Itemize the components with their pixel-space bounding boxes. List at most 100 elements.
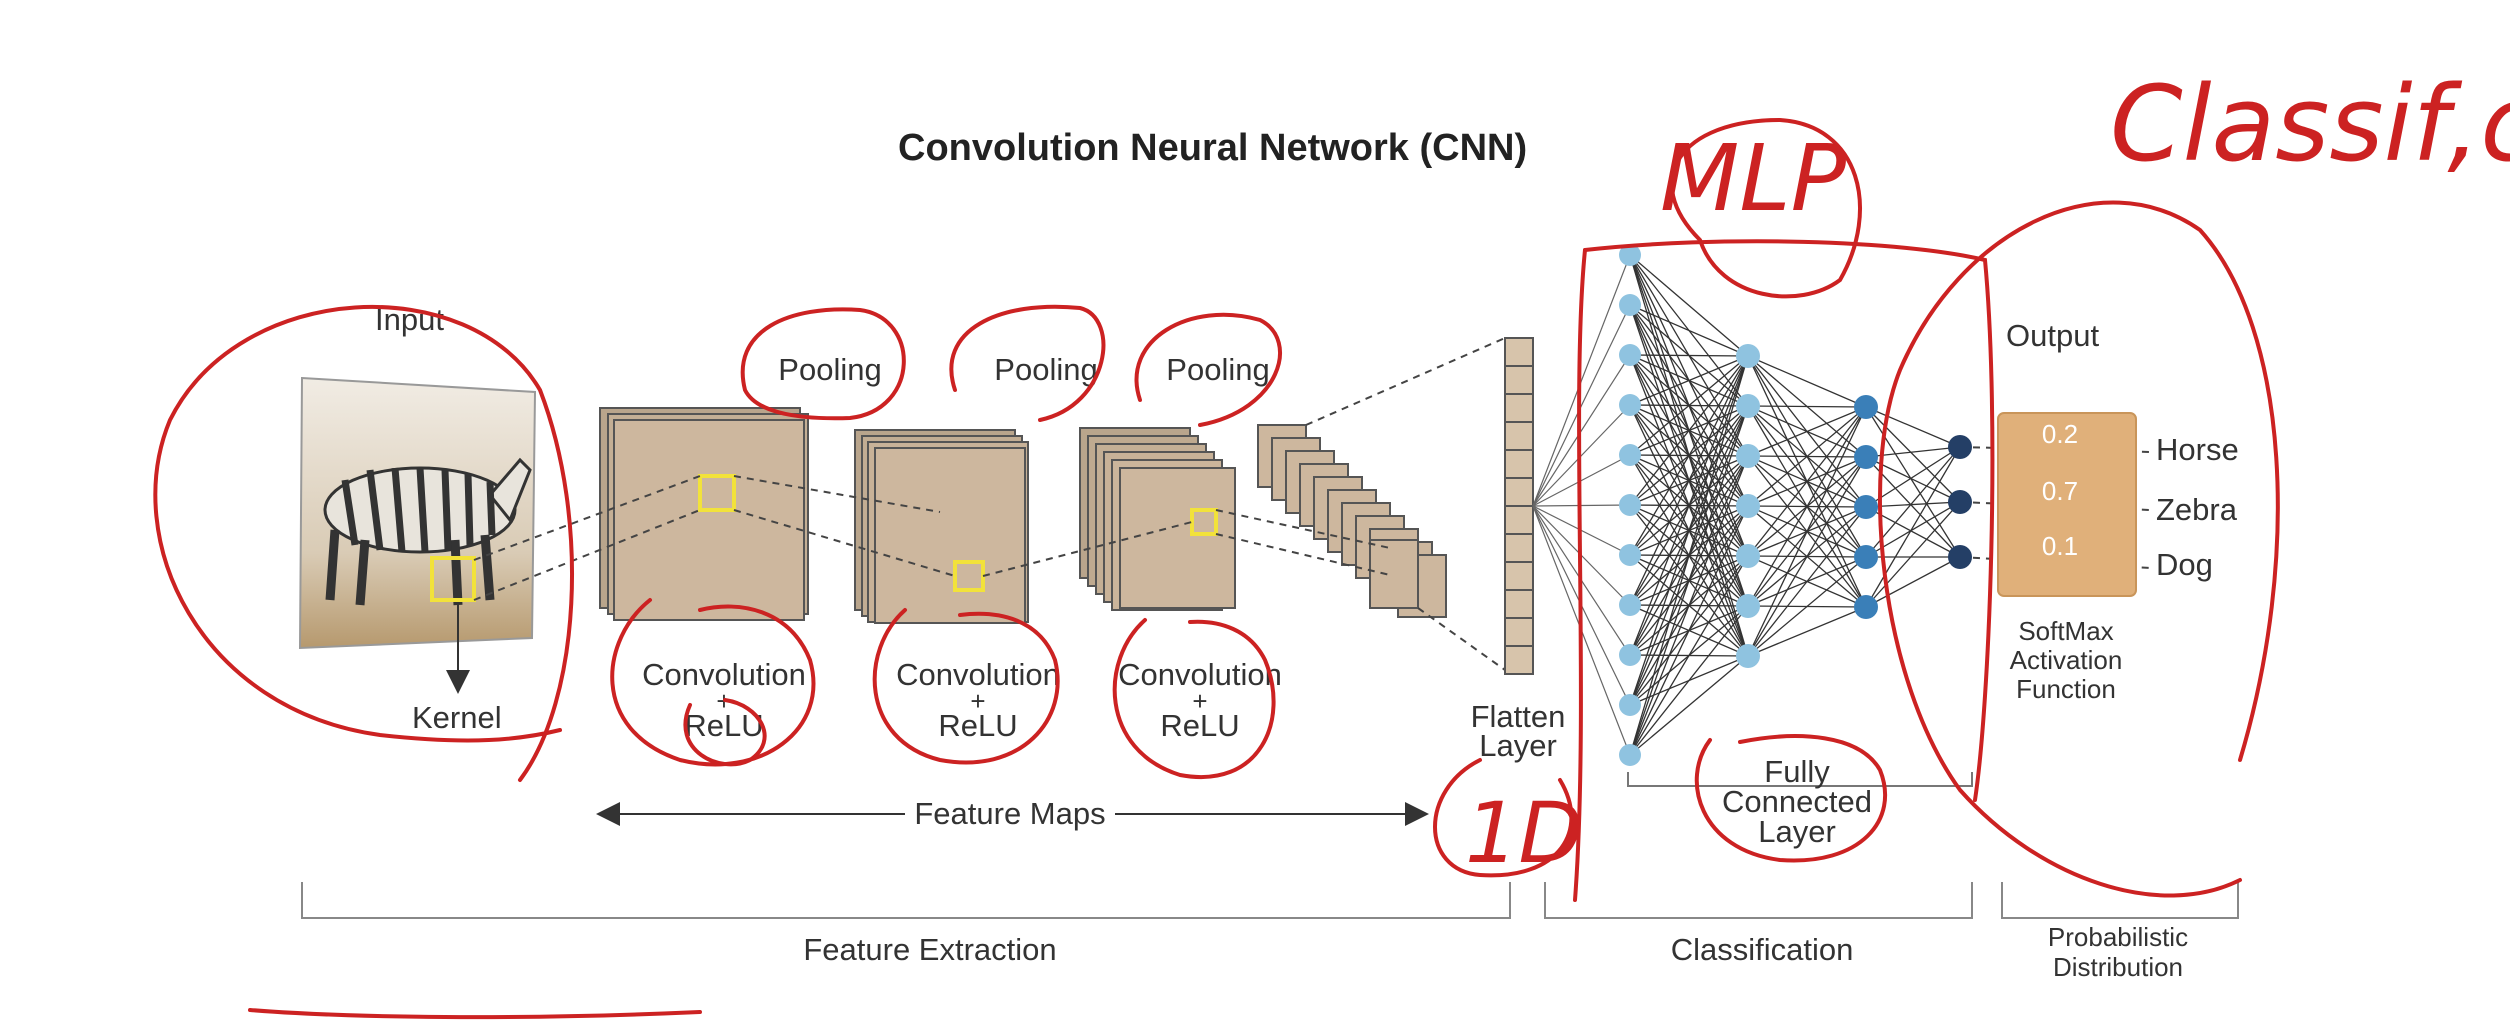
conv-relu-2-line1: Convolution <box>896 657 1060 692</box>
nn-node <box>1854 545 1878 569</box>
nn-node <box>1619 394 1641 416</box>
annotation-bottom-stroke <box>248 1008 702 1020</box>
nn-node <box>1619 544 1641 566</box>
nn-node <box>1619 294 1641 316</box>
flatten-edge <box>1532 404 1631 507</box>
flatten-edge <box>1532 304 1631 507</box>
annotation-input-circle <box>153 305 575 782</box>
feature-map-stack-3 <box>1079 427 1236 611</box>
annotation-conv-circle-1 <box>610 598 816 767</box>
nn-edge <box>1629 254 1749 357</box>
conv-relu-2-line3: ReLU <box>938 708 1017 743</box>
nn-node <box>1736 544 1760 568</box>
output-prob-horse: 0.2 <box>2042 419 2078 449</box>
nn-node <box>1854 445 1878 469</box>
nn-edge <box>1629 555 1749 756</box>
handwritten-annotations <box>153 117 2280 1020</box>
nn-node <box>1736 594 1760 618</box>
nn-edge <box>1629 355 1749 756</box>
nn-node <box>1854 395 1878 419</box>
fc-bracket <box>1627 772 1973 787</box>
nn-edge <box>1865 446 1961 608</box>
feature-extraction-label: Feature Extraction <box>803 932 1056 967</box>
annotation-1d-circle <box>1433 758 1574 878</box>
conv-relu-1-line1: Convolution <box>642 657 806 692</box>
nn-edge <box>1865 406 1961 503</box>
nn-node <box>1948 435 1972 459</box>
feature-map-stack-1 <box>599 407 809 621</box>
nn-edge <box>1747 406 1867 607</box>
nn-edge <box>1747 506 1867 657</box>
nn-nodes <box>1619 244 1972 766</box>
annotation-fc-circle <box>1694 734 1887 863</box>
nn-edge <box>1747 355 1867 408</box>
nn-node <box>1948 545 1972 569</box>
nn-node <box>1619 744 1641 766</box>
probabilistic-bracket <box>2001 882 2239 919</box>
output-class-horse: Horse <box>2156 432 2239 467</box>
nn-edge <box>1629 354 1749 357</box>
nn-node <box>1619 594 1641 616</box>
pooled-maps <box>1257 424 1447 618</box>
kernel-label: Kernel <box>412 700 502 735</box>
receptive-field-lines <box>473 337 1506 671</box>
output-label: Output <box>2006 318 2099 353</box>
conv-relu-2-line2: + <box>970 686 985 716</box>
nn-edge <box>1629 605 1749 756</box>
nn-node <box>1736 444 1760 468</box>
nn-node <box>1736 344 1760 368</box>
nn-node <box>1736 394 1760 418</box>
nn-node <box>1619 644 1641 666</box>
annotation-1d-text: 1D <box>1465 784 1583 882</box>
conv-relu-3-line3: ReLU <box>1160 708 1239 743</box>
feature-extraction-bracket <box>301 882 1511 919</box>
nn-node <box>1736 494 1760 518</box>
flatten-label-line1: Flatten <box>1471 699 1566 734</box>
nn-node <box>1619 244 1641 266</box>
nn-edge <box>1747 406 1867 557</box>
output-rows: 0.2 Horse 0.7 Zebra 0.1 Dog <box>2042 419 2239 582</box>
conv-relu-1-line3: ReLU <box>684 708 763 743</box>
softmax-label-line2: Activation <box>2010 645 2123 675</box>
input-image <box>298 376 537 650</box>
nn-edge <box>1865 406 1961 448</box>
flatten-edge <box>1532 254 1631 507</box>
nn-node <box>1854 595 1878 619</box>
annotation-pooling-circle-1 <box>740 307 906 421</box>
nn-edge <box>1629 355 1749 456</box>
conv-relu-3-line1: Convolution <box>1118 657 1282 692</box>
annotation-classification-text: Classif,cat <box>2110 63 2510 185</box>
nn-node <box>1619 344 1641 366</box>
probabilistic-label-line1: Probabilistic <box>2048 922 2188 952</box>
output-class-dog: Dog <box>2156 547 2213 582</box>
annotation-mlp-text: MLP <box>1660 125 1847 232</box>
flatten-label-line2: Layer <box>1479 728 1557 763</box>
nn-node <box>1736 644 1760 668</box>
feature-maps-label: Feature Maps <box>914 796 1105 831</box>
output-class-zebra: Zebra <box>2156 492 2238 527</box>
fc-label-line2: Connected <box>1722 784 1872 819</box>
nn-edge <box>1747 406 1867 657</box>
probabilistic-label-line2: Distribution <box>2053 952 2183 982</box>
annotation-pooling-circle-2 <box>949 304 1106 422</box>
nn-edge <box>1747 606 1867 657</box>
annotation-conv-circle-3 <box>1112 618 1276 779</box>
nn-node <box>1948 490 1972 514</box>
nn-edge <box>1629 455 1749 756</box>
annotation-mlp-circle <box>1669 117 1862 299</box>
diagram-title: Convolution Neural Network (CNN) <box>898 127 1527 169</box>
feature-map-stack-2 <box>854 429 1029 624</box>
nn-edge <box>1629 304 1749 357</box>
softmax-box <box>1997 412 2137 597</box>
output-prob-dog: 0.1 <box>2042 531 2078 561</box>
fc-label-line1: Fully <box>1764 754 1830 789</box>
nn-edge <box>1629 355 1749 556</box>
nn-edge <box>1865 406 1961 558</box>
annotation-conv-circle-2 <box>872 608 1060 765</box>
output-prob-zebra: 0.7 <box>2042 476 2078 506</box>
nn-edge <box>1629 355 1749 606</box>
pooling-label-2: Pooling <box>994 352 1097 387</box>
flatten-layer <box>1504 337 1534 675</box>
